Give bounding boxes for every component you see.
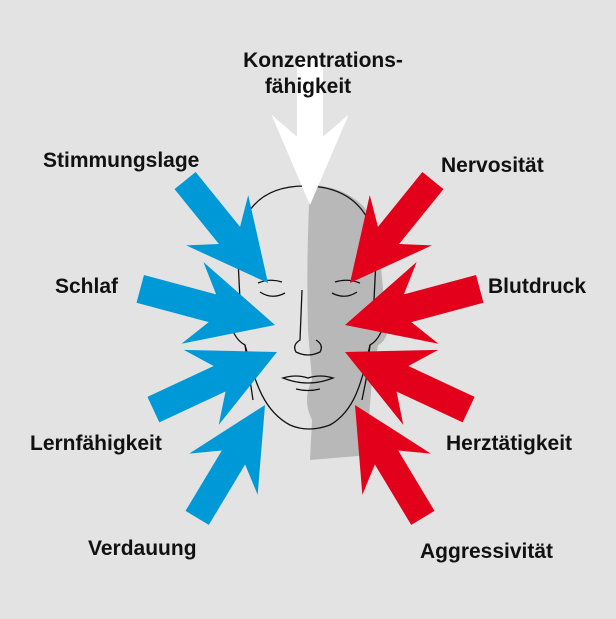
label-verdauung: Verdauung [88, 537, 197, 560]
head-outline [229, 185, 385, 430]
label-aggressivitaet: Aggressivität [420, 540, 553, 563]
label-konzentrations: Konzentrations- [243, 49, 403, 72]
label-schlaf: Schlaf [55, 275, 119, 298]
label-nervositaet: Nervosität [441, 154, 544, 177]
label-lernfaehigkeit: Lernfähigkeit [30, 432, 162, 455]
label-blutdruck: Blutdruck [488, 275, 586, 298]
label-stimmungslage: Stimmungslage [43, 149, 199, 172]
label-herztaetigkeit: Herztätigkeit [446, 432, 572, 455]
label-faehigkeit: fähigkeit [265, 75, 351, 98]
